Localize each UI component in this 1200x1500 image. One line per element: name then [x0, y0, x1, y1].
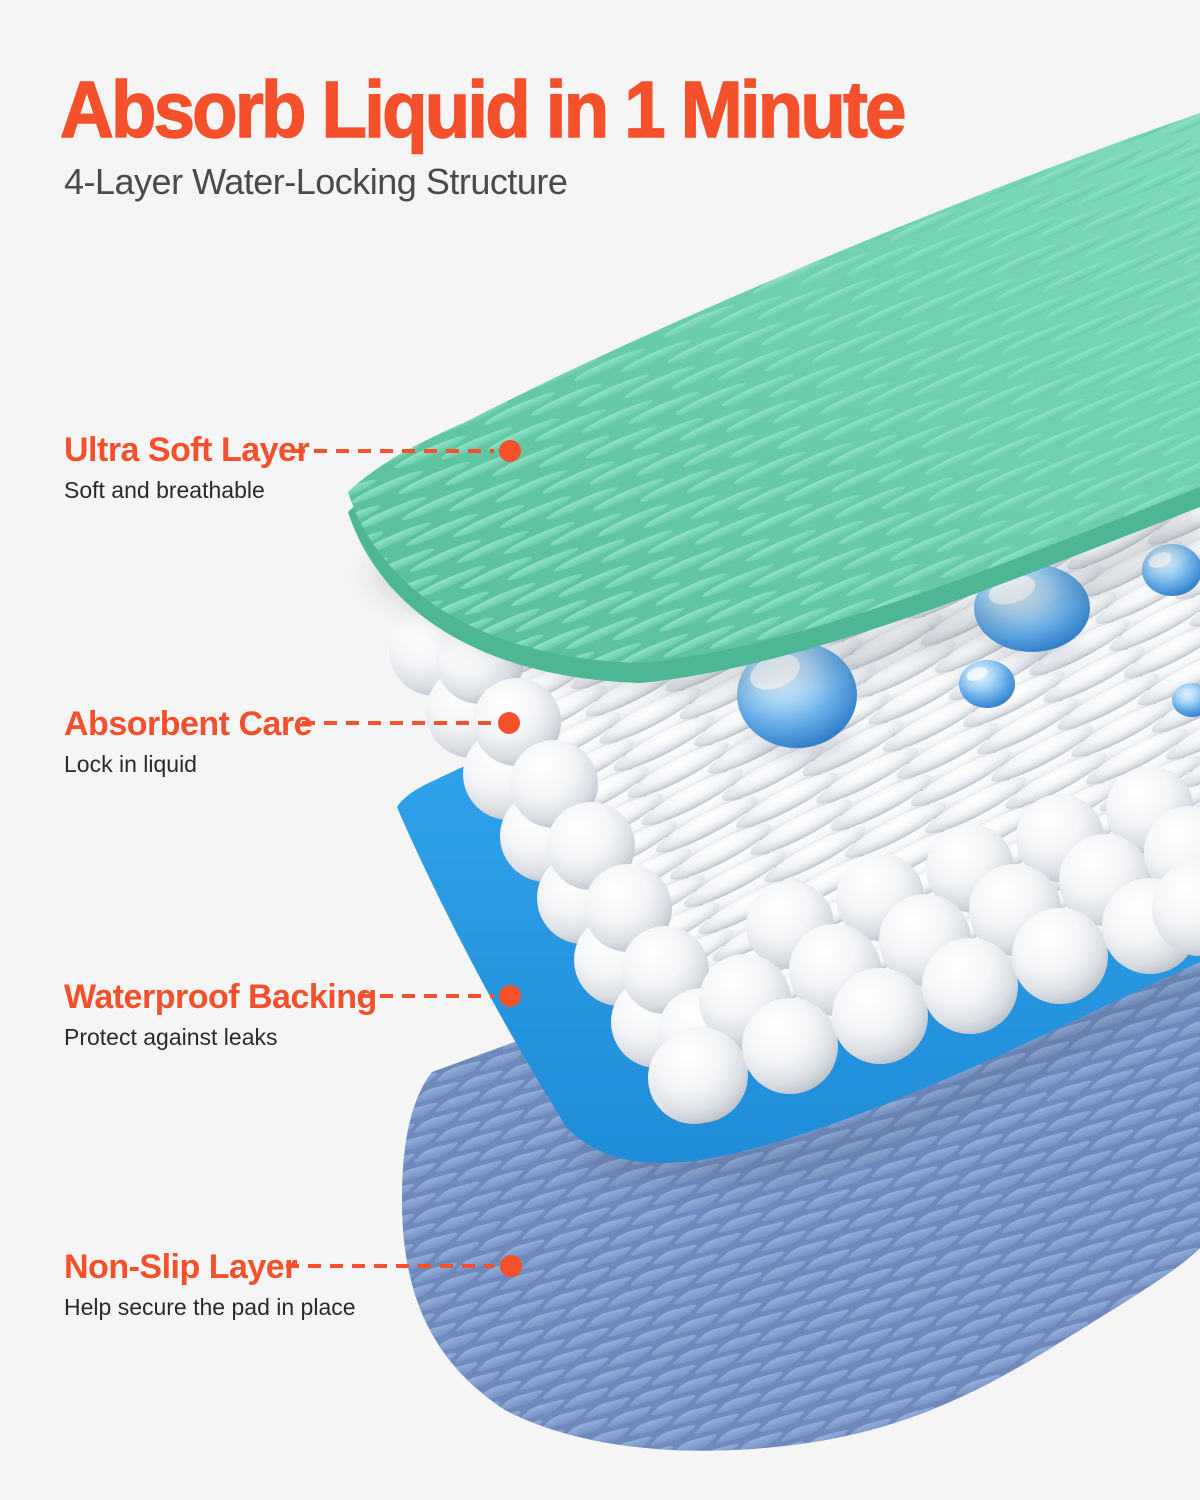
callout-label: Ultra Soft Layer: [64, 431, 310, 469]
callout-label: Absorbent Care: [64, 705, 313, 743]
page-title: Absorb Liquid in 1 Minute: [59, 65, 907, 154]
leader-dot: [499, 440, 521, 462]
waterproof-layer-shadow: [575, 959, 1200, 1183]
callout-absorbent-care: Absorbent Care Lock in liquid: [64, 705, 313, 777]
callout-ultra-soft-layer: Ultra Soft Layer Soft and breathable: [64, 431, 310, 503]
leader-dot: [500, 1255, 522, 1277]
callout-description: Lock in liquid: [64, 751, 197, 777]
callout-description: Help secure the pad in place: [64, 1294, 356, 1320]
callout-label: Non-Slip Layer: [64, 1248, 297, 1286]
water-droplet: [959, 660, 1015, 708]
bead-rows-front: [652, 766, 1200, 1123]
callout-description: Protect against leaks: [64, 1024, 278, 1050]
callout-description: Soft and breathable: [64, 477, 265, 503]
callout-non-slip-layer: Non-Slip Layer Help secure the pad in pl…: [64, 1249, 356, 1319]
callout-waterproof-backing: Waterproof Backing Protect against leaks: [64, 979, 377, 1049]
leader-dots: [498, 440, 522, 1277]
leader-lines: [286, 449, 494, 1268]
page-subtitle: 4-Layer Water-Locking Structure: [64, 161, 568, 202]
water-droplet: [1172, 683, 1200, 717]
leader-dot: [498, 712, 520, 734]
leader-dot: [499, 985, 521, 1007]
callout-label: Waterproof Backing: [64, 978, 377, 1016]
